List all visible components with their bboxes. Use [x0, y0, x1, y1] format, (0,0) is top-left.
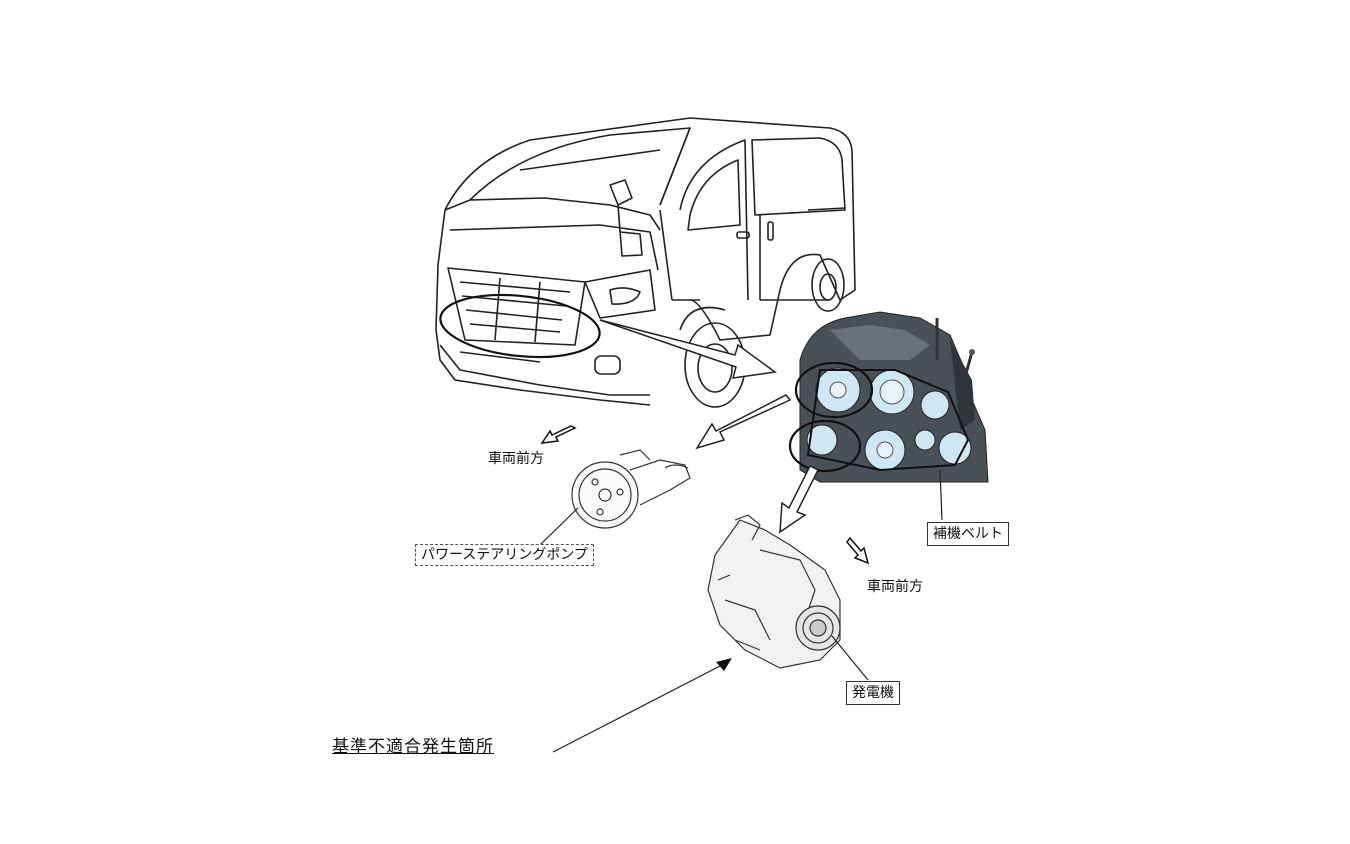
leader-lines: [539, 469, 943, 753]
grille-highlight-ellipse: [439, 293, 601, 359]
arrow-to-alternator: [779, 464, 820, 534]
engine-illustration: [799, 311, 989, 483]
alternator-illustration: [707, 514, 841, 669]
accessory-belt-label: 補機ベルト: [927, 522, 1009, 546]
nonconformity-arrowhead: [716, 658, 732, 671]
front-direction-arrow-left: [540, 425, 577, 444]
front-direction-label-left: 車両前方: [488, 451, 544, 467]
pump-pulley-ellipse: [794, 361, 874, 419]
arrow-to-engine: [599, 319, 777, 379]
alternator-pulley-ellipse: [788, 419, 862, 473]
power-steering-pump-illustration: [571, 449, 691, 529]
alternator-label: 発電機: [846, 681, 900, 705]
front-direction-arrow-right: [846, 536, 870, 565]
van-illustration: [435, 117, 856, 408]
power-steering-pump-label: パワーステアリングポンプ: [415, 544, 594, 566]
nonconformity-location-label: 基準不適合発生箇所: [332, 737, 494, 757]
front-direction-label-right: 車両前方: [867, 579, 923, 595]
arrow-to-pump: [695, 394, 792, 450]
